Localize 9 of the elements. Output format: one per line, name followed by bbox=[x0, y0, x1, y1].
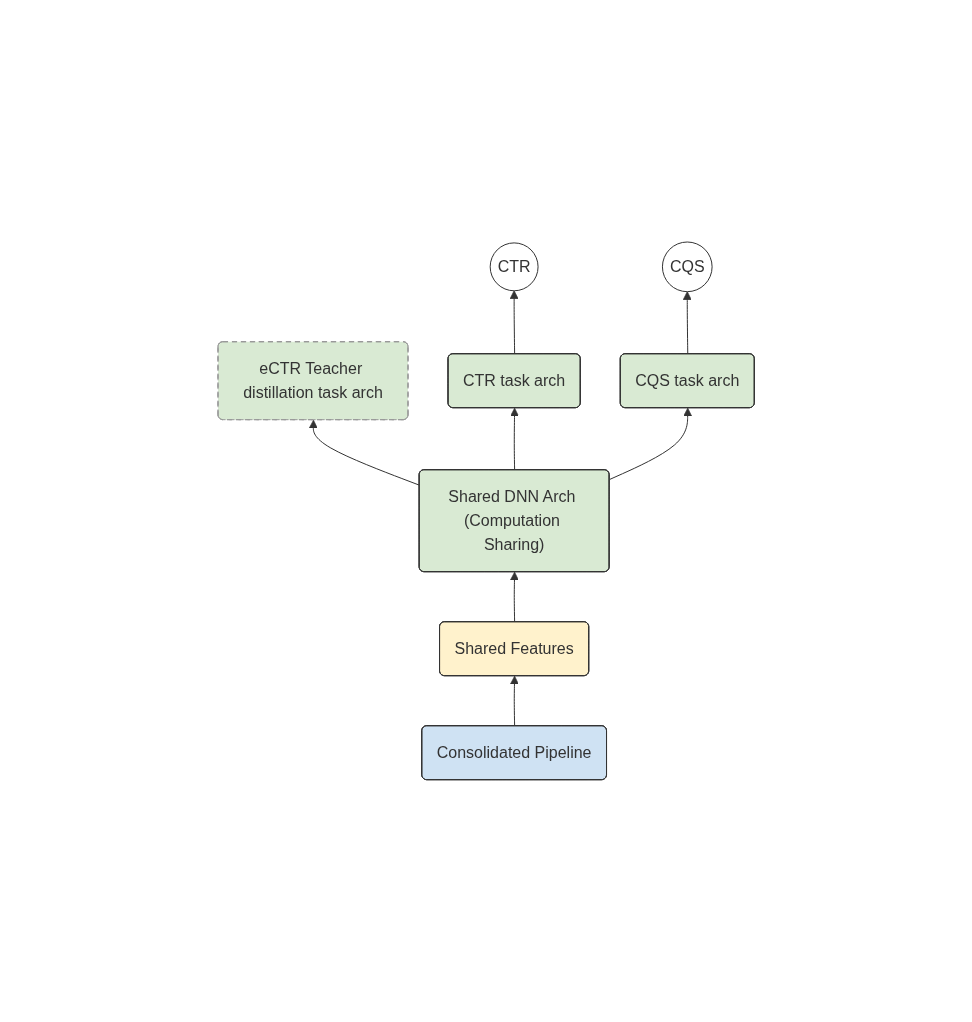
arrow bbox=[609, 407, 692, 481]
arrow bbox=[509, 675, 519, 727]
arrow bbox=[510, 407, 519, 471]
node-circle: CQS bbox=[661, 241, 713, 293]
arrow bbox=[509, 571, 519, 623]
arrow bbox=[509, 290, 519, 355]
arrow bbox=[682, 291, 692, 355]
node-circle: CTR bbox=[489, 242, 539, 292]
arrow bbox=[308, 419, 420, 486]
